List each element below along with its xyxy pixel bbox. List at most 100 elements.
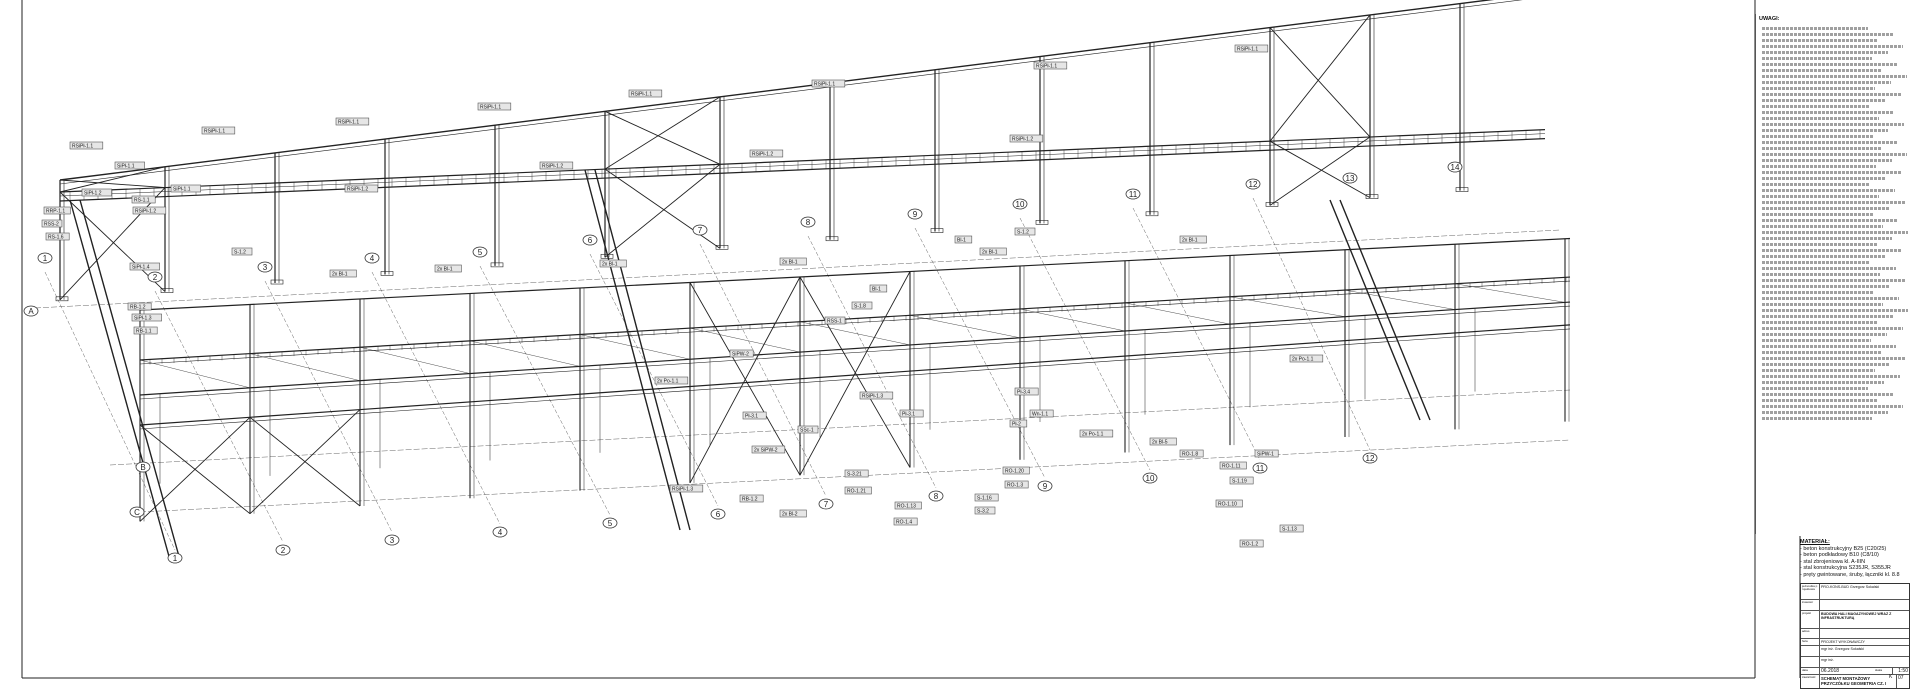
label-text: RB-1.2 (742, 496, 758, 502)
member-label: 2x Po-1.1 (1289, 354, 1324, 363)
bubble-label: 4 (498, 528, 503, 537)
label-text: SiPW-2 (732, 351, 749, 357)
bubble-label: 5 (608, 519, 613, 528)
note-line (1762, 33, 1894, 37)
grid-line (1019, 217, 1151, 471)
cross-beam (1124, 302, 1231, 325)
bubble-label: 11 (1129, 190, 1138, 199)
bubble-outline (37, 252, 53, 264)
label-text: RSiPł-1.2 (135, 208, 156, 214)
member-label: S-1.19 (1229, 476, 1254, 485)
label-text: S-1.8 (854, 303, 866, 309)
label-text: 2x Bl-1 (782, 259, 798, 265)
member-label: RSS-1 (824, 316, 846, 325)
label-text: Wn-1.1 (1032, 411, 1048, 417)
note-line (1762, 183, 1870, 187)
note-line (1762, 219, 1899, 223)
member-label: RO-1.13 (894, 501, 922, 510)
note-line (1762, 159, 1892, 163)
label-text: 2x Bl-1 (602, 261, 618, 267)
cross-beam (469, 340, 581, 367)
grid-line (699, 243, 827, 497)
base-plate (1455, 187, 1469, 192)
x-bracing (59, 187, 166, 301)
member-label: RSiPł-1.2 (132, 206, 167, 214)
bubble-outline (129, 506, 145, 518)
label-text: SiPł-1.1 (117, 163, 135, 169)
label-box (893, 517, 918, 526)
member-label: RSiPł-1.1 (69, 141, 104, 149)
x-bracing (1269, 140, 1371, 199)
label-box (749, 149, 784, 158)
member-label: Pł-2 (1009, 419, 1028, 428)
bubble-outline (582, 234, 598, 246)
label-text: SiPł-1.3 (134, 315, 152, 321)
label-box (859, 391, 894, 400)
note-line (1762, 411, 1888, 415)
note-line (1762, 63, 1898, 67)
note-line (1762, 357, 1907, 361)
note-line (1762, 201, 1905, 205)
walkway-beam (59, 133, 1546, 197)
material-item: - pręty gwintowane, śruby, łączniki kl. … (1800, 571, 1900, 578)
cross-beam (1229, 296, 1346, 317)
note-line (1762, 177, 1886, 181)
label-box (1254, 449, 1279, 458)
note-line (1762, 381, 1885, 385)
cross-beam (579, 334, 691, 360)
label-box (729, 349, 754, 358)
bubble-outline (1142, 472, 1158, 484)
bubble-label: 10 (1146, 474, 1155, 483)
label-box (797, 425, 819, 434)
base-plate (270, 279, 284, 285)
note-line (1762, 135, 1873, 139)
bubble-outline (818, 498, 834, 510)
cross-beam (1344, 289, 1456, 310)
sheet-number: 07 (1898, 675, 1904, 682)
label-text: 2x Po-1.1 (1082, 431, 1104, 437)
label-box (1179, 235, 1207, 244)
address-key: adres (1801, 629, 1820, 638)
materials-heading: MATERIAŁ: (1800, 539, 1830, 545)
member-label: RSiPł-1.1 (477, 102, 512, 110)
bubble-outline (135, 461, 151, 473)
investor (1820, 600, 1909, 610)
base-plate (930, 228, 944, 233)
member-label: S-1.8 (851, 301, 873, 310)
top-chord (59, 0, 1523, 185)
label-box (43, 206, 71, 215)
member-label: S-3.21 (844, 469, 869, 478)
label-box (133, 326, 158, 335)
member-label: RS-1.6 (45, 232, 70, 240)
member-label: 2x Po-1.1 (1079, 429, 1114, 438)
bubble-label: 11 (1256, 464, 1265, 473)
bubble-label: 4 (370, 254, 375, 263)
note-line (1762, 387, 1869, 391)
label-box (344, 184, 379, 193)
grid-line (914, 227, 1046, 479)
label-text: RO-1.10 (1218, 501, 1237, 507)
label-box (129, 262, 160, 271)
member-label: Wn-1.1 (1029, 409, 1054, 418)
project-key: projekt (1801, 611, 1820, 628)
axis-bubble-back: 10 (1012, 198, 1028, 210)
label-box (335, 117, 370, 126)
note-line (1762, 267, 1896, 271)
x-bracing (799, 271, 911, 476)
note-line (1762, 105, 1870, 109)
grid-line (1132, 207, 1261, 461)
note-line (1762, 147, 1883, 151)
bubble-outline (167, 552, 183, 564)
member-label: RSiPł-1.2 (1009, 134, 1044, 142)
member-label: RSiPł-1.2 (539, 161, 574, 169)
grid-line (371, 271, 501, 525)
member-label: Pł-3.1 (899, 409, 924, 418)
cross-beam (249, 353, 361, 381)
bubble-label: A (28, 307, 34, 316)
x-bracing (59, 166, 166, 193)
grid-lines (34, 197, 1571, 551)
designer: PRO-KONS-BUD Grzegorz Sokalski (1821, 585, 1880, 589)
label-box (131, 313, 162, 322)
member-label: SSc-1 (797, 425, 819, 434)
